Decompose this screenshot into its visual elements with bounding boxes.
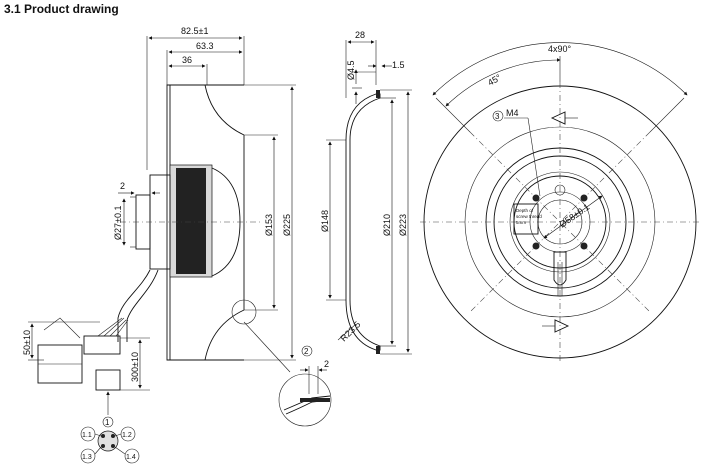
- dim-hub-diameter: Ø27±0.1: [113, 206, 123, 240]
- dim-dia-148: Ø148: [320, 210, 330, 232]
- dim-hub-depth: 36: [182, 55, 192, 65]
- hub-label-line-1: Depth of: [516, 208, 534, 213]
- dim-dia-210: Ø210: [382, 214, 392, 236]
- inlet-ring-section: [326, 40, 412, 355]
- callout-2: 2: [304, 347, 309, 356]
- dim-mount-angle: 4x90°: [548, 44, 572, 54]
- dim-hole: Ø4.5: [346, 60, 356, 80]
- callout-3: 3: [495, 112, 500, 121]
- dim-angle-45: 45°: [486, 72, 503, 88]
- dim-shaft-offset: 2: [120, 181, 125, 191]
- dim-plug-height: 50±10: [22, 330, 32, 355]
- dim-overall-width: 82.5±1: [181, 26, 208, 36]
- hub-label-line-3: 5mm: [516, 220, 526, 225]
- pin-diagram: [80, 391, 140, 464]
- callout-1-2: 1.2: [122, 432, 132, 439]
- dim-thread: M4: [506, 108, 519, 118]
- dim-dia-223: Ø223: [398, 214, 408, 236]
- dim-detail-gap: 2: [324, 359, 329, 369]
- callout-1: 1: [105, 418, 110, 427]
- dim-impeller-width: 63.3: [196, 41, 214, 51]
- callout-1-4: 1.4: [126, 454, 136, 461]
- hub-label-line-2: screw thread: [516, 214, 542, 219]
- callout-1-3: 1.3: [82, 454, 92, 461]
- detail-view: [278, 345, 332, 427]
- dim-bolt-circle: Ø58±0.1: [557, 202, 591, 230]
- dim-dia-225: Ø225: [282, 214, 292, 236]
- dim-flange: 1.5: [392, 60, 405, 70]
- dim-ring-width: 28: [355, 30, 365, 40]
- side-view: [28, 36, 296, 391]
- section-title: 3.1 Product drawing: [4, 2, 119, 16]
- dim-cable-length: 300±10: [130, 352, 140, 382]
- dim-dia-153: Ø153: [264, 214, 274, 236]
- front-view: [420, 42, 700, 362]
- callout-1-1: 1.1: [82, 432, 92, 439]
